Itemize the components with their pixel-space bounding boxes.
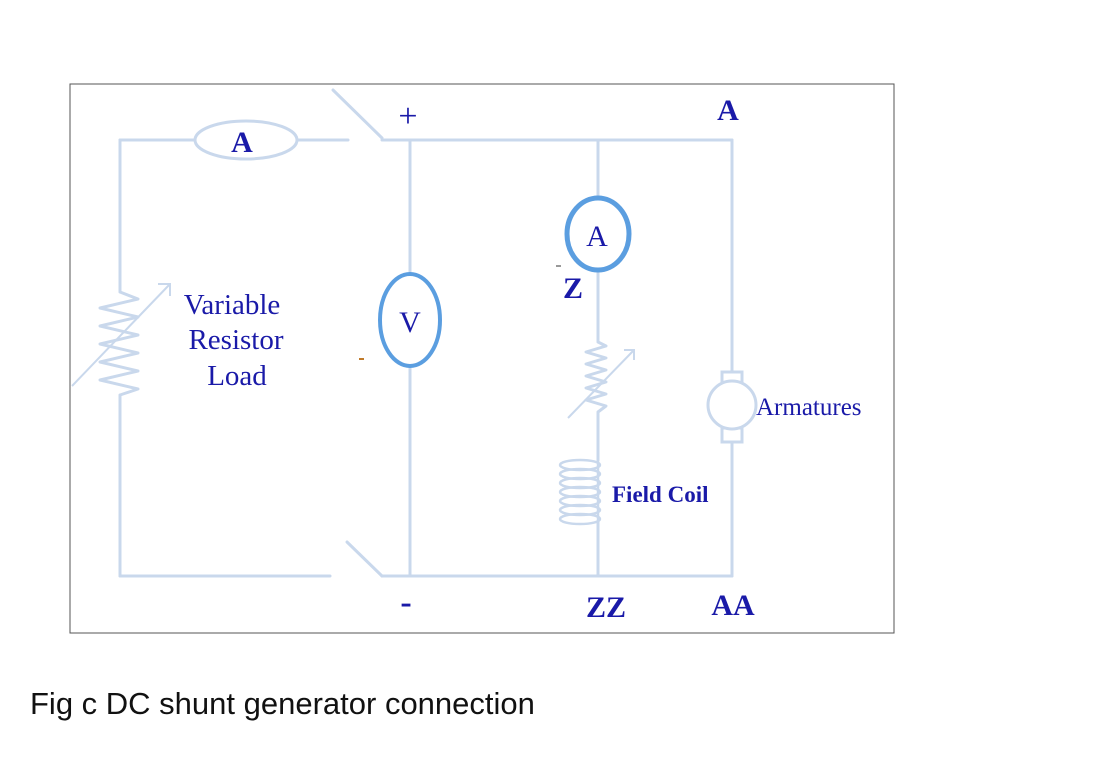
field-ammeter-label: A <box>586 220 608 253</box>
circuit-wires <box>118 88 734 578</box>
rheostat-icon <box>71 283 171 397</box>
terminal-minus-label: - <box>400 584 411 621</box>
figure-caption: Fig c DC shunt generator connection <box>30 686 535 721</box>
variable-resistor-label-line1: Variable <box>184 289 281 321</box>
ammeter-icon <box>564 195 632 273</box>
terminal-zz-label: ZZ <box>586 591 626 624</box>
terminal-plus-label: + <box>398 98 417 135</box>
ammeter-icon <box>193 119 299 161</box>
load-ammeter-label: A <box>231 126 253 159</box>
circuit-diagram: A Variable Resistor Load V A Field Coil <box>69 83 895 634</box>
terminal-z-label: Z <box>563 272 583 305</box>
field-coil-label: Field Coil <box>612 482 708 507</box>
terminal-aa-label: AA <box>711 589 755 622</box>
armatures-label: Armatures <box>756 394 862 421</box>
variable-resistor-label-line2: Resistor <box>188 324 283 356</box>
field-ammeter: A <box>564 195 632 273</box>
terminal-a-label: A <box>717 94 739 127</box>
voltmeter-label: V <box>399 306 421 339</box>
rheostat-icon <box>567 340 635 419</box>
stray-mark <box>556 265 561 267</box>
diagram-frame <box>69 83 895 634</box>
armature-icon <box>706 370 758 444</box>
stray-mark <box>359 358 364 360</box>
field-coil-icon <box>558 458 602 526</box>
voltmeter: V <box>378 272 442 368</box>
voltmeter-icon <box>378 272 442 368</box>
variable-resistor-label-line3: Load <box>207 360 267 392</box>
load-ammeter: A <box>193 119 299 161</box>
